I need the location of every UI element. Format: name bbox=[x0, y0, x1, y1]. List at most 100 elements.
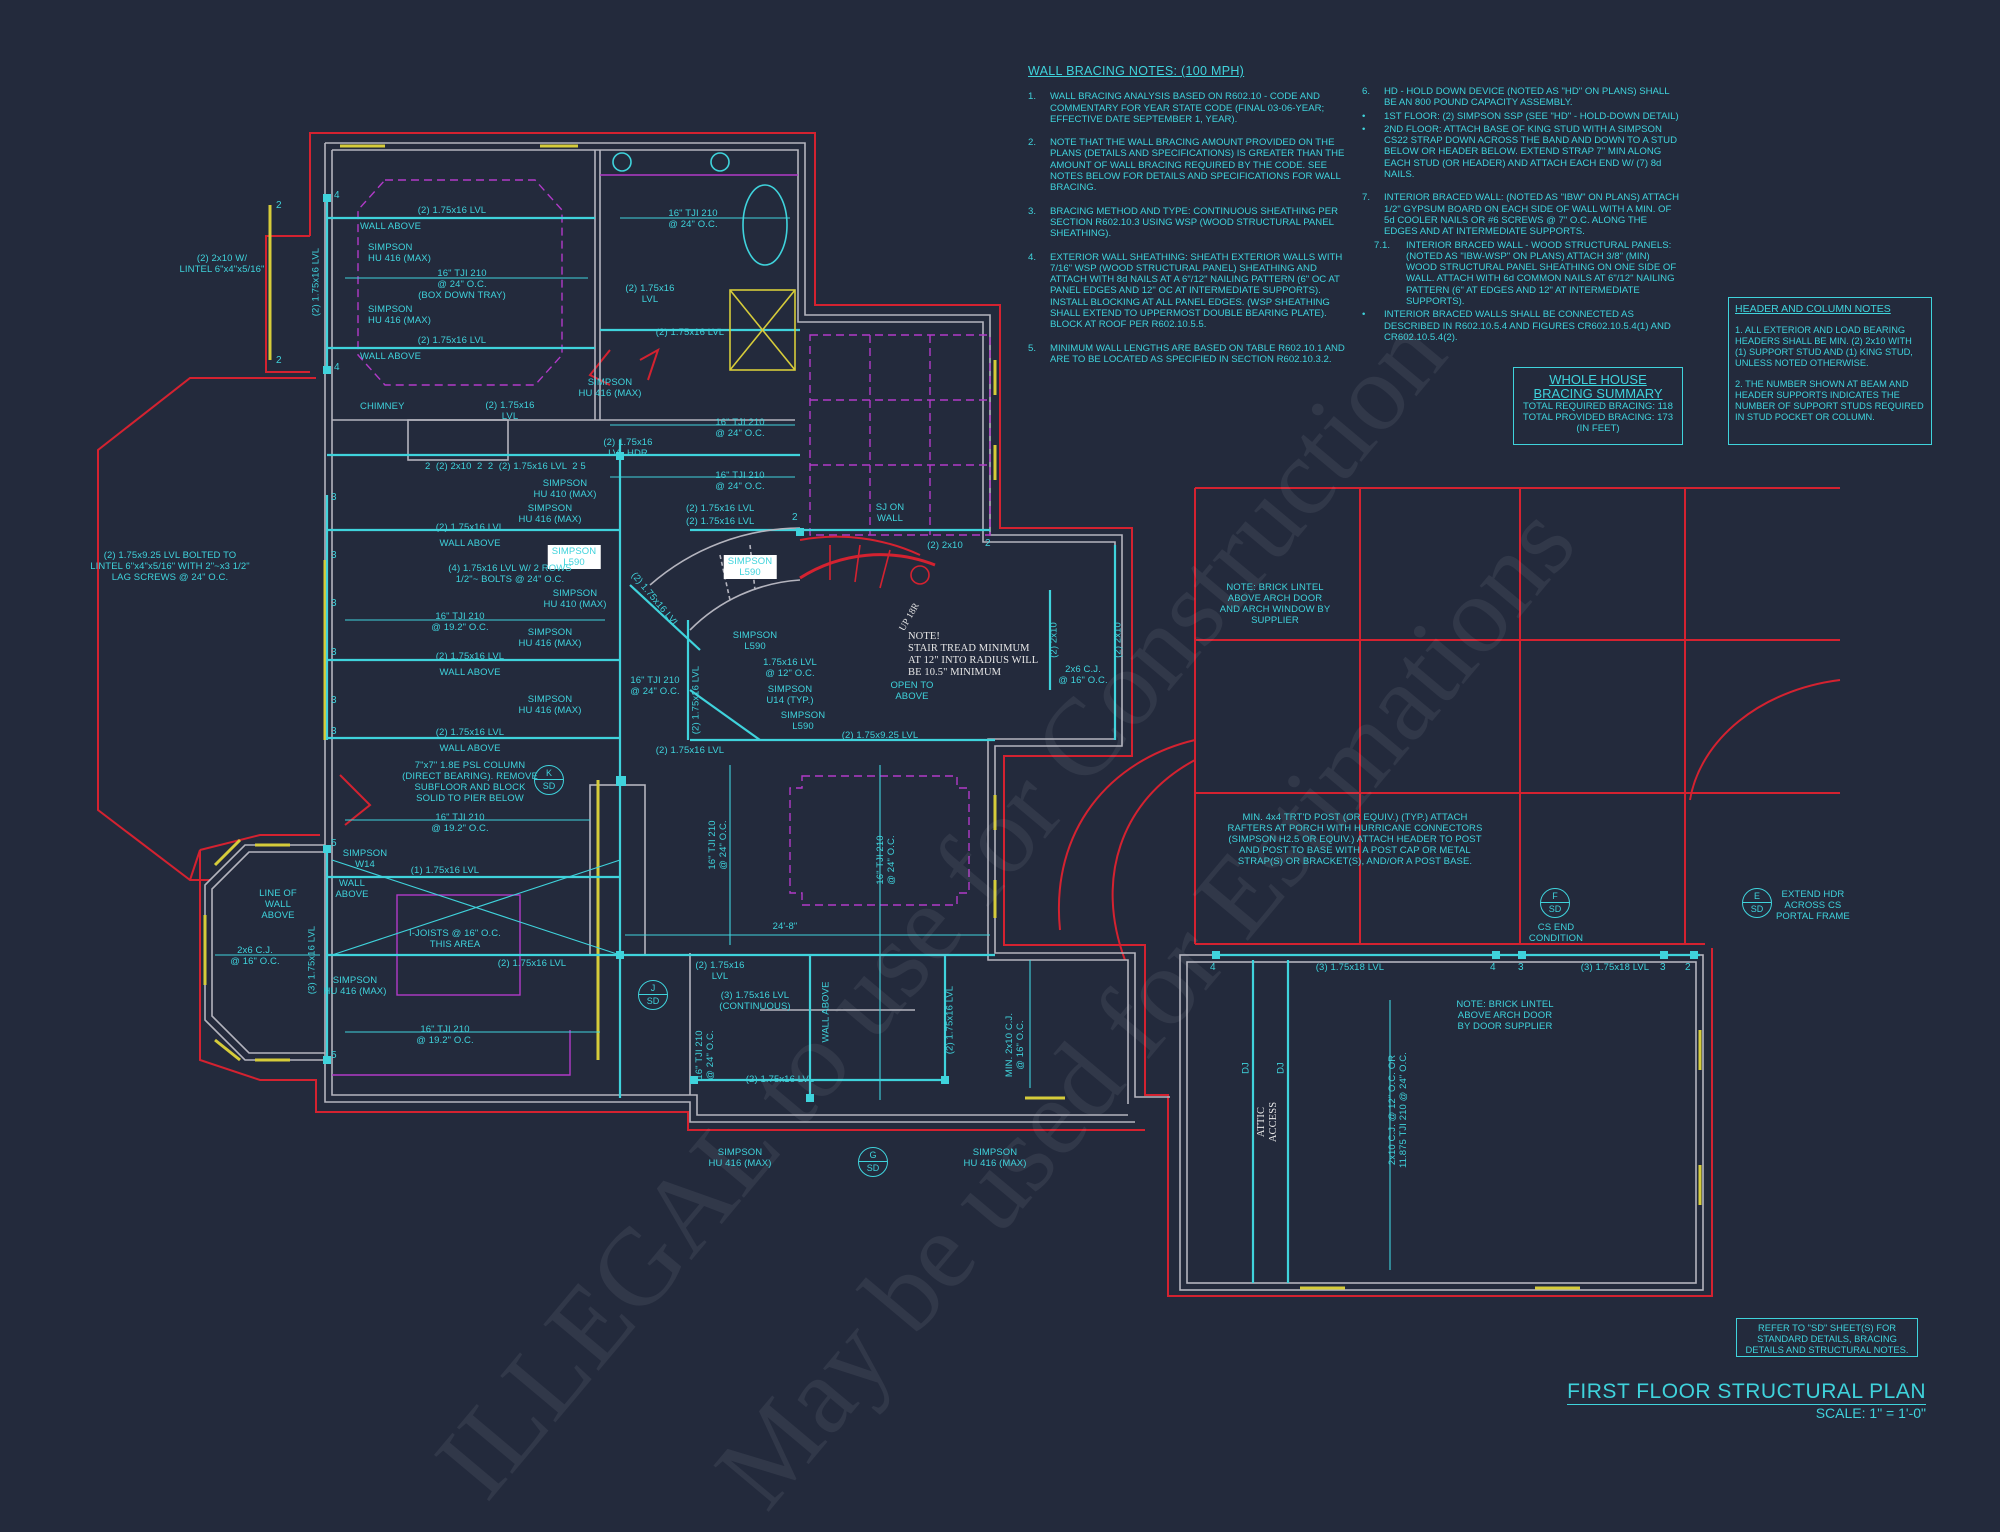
support-count: 2 bbox=[276, 200, 282, 211]
beam-label: (2) 1.75x16 LVL bbox=[655, 327, 725, 338]
drawing-title: FIRST FLOOR STRUCTURAL PLAN bbox=[1567, 1380, 1926, 1405]
bubble-detail-id: F bbox=[1541, 889, 1569, 903]
bubble-detail-id: G bbox=[859, 1148, 887, 1162]
header-label: (2) 2x10 bbox=[1048, 622, 1060, 658]
header-label: (2) 2x10 bbox=[1112, 622, 1124, 658]
beam-label: (2) 1.75x16 LVL bbox=[435, 522, 505, 533]
support-count: 3 bbox=[331, 550, 337, 561]
note-text: INTERIOR BRACED WALL - WOOD STRUCTURAL P… bbox=[1406, 239, 1677, 308]
refer-sd-note-box: REFER TO "SD" SHEET(S) FOR STANDARD DETA… bbox=[1736, 1318, 1918, 1357]
beam-label: (3) 1.75x16 LVL (CONTINUOUS) bbox=[719, 990, 791, 1012]
joist-label: 16" TJI 210 @ 19.2" O.C. bbox=[416, 1024, 474, 1046]
wall-above-label: WALL ABOVE bbox=[360, 351, 422, 362]
outline-red bbox=[97, 132, 1841, 1297]
walls bbox=[204, 142, 1704, 1291]
i-joist-label: I-JOISTS @ 16" O.C. THIS AREA bbox=[409, 928, 501, 950]
bubble-detail-id: K bbox=[535, 766, 563, 780]
note-bullet: • bbox=[1362, 110, 1366, 122]
note-item: •2ND FLOOR: ATTACH BASE OF KING STUD WIT… bbox=[1362, 124, 1680, 180]
overhead-dashed bbox=[357, 179, 991, 906]
beam-label: (2) 1.75x16 LVL bbox=[686, 503, 755, 514]
note-bullet: • bbox=[1362, 309, 1366, 321]
bubble-detail-id: J bbox=[639, 981, 667, 995]
bracing-unit: (IN FEET) bbox=[1576, 423, 1620, 434]
psl-column-label: 7"x7" 1.8E PSL COLUMN (DIRECT BEARING). … bbox=[402, 760, 538, 804]
beam-label: (2) 1.75x16 LVL bbox=[655, 745, 725, 756]
refer-sd-note: REFER TO "SD" SHEET(S) FOR STANDARD DETA… bbox=[1745, 1322, 1909, 1355]
note-text: INTERIOR BRACED WALL: (NOTED AS "IBW" ON… bbox=[1384, 192, 1680, 238]
beam-label: (1) 1.75x16 LVL bbox=[410, 865, 480, 876]
note-text: MINIMUM WALL LENGTHS ARE BASED ON TABLE … bbox=[1050, 342, 1345, 365]
joist-label: 16" TJI 210 @ 24" O.C. bbox=[875, 835, 897, 885]
support-count: 2 bbox=[1685, 962, 1691, 973]
beam-label: (2) 1.75x16 LVL bbox=[435, 651, 505, 662]
double-joist-label: DJ bbox=[1275, 1062, 1287, 1074]
header-column-notes-box: HEADER AND COLUMN NOTES 1. ALL EXTERIOR … bbox=[1728, 297, 1932, 445]
joist-label: 16" TJI 210 @ 19.2" O.C. bbox=[431, 812, 489, 834]
beam-label: (2) 1.75x16 LVL bbox=[310, 247, 322, 317]
beam-label: (2) 1.75x16 LVL bbox=[695, 960, 745, 982]
joist-label: 16" TJI 210 @ 19.2" O.C. bbox=[431, 611, 489, 633]
overhead-solid bbox=[332, 174, 798, 1076]
note-number: 1. bbox=[1028, 91, 1037, 103]
lintel-label: (2) 2x10 W/ LINTEL 6"x4"x5/16" bbox=[179, 253, 265, 275]
wall-above-label: WALL ABOVE bbox=[820, 981, 832, 1043]
note-text: HD - HOLD DOWN DEVICE (NOTED AS "HD" ON … bbox=[1384, 86, 1670, 109]
joist-label: 16" TJI 210 @ 24" O.C. bbox=[715, 417, 765, 439]
hanger-label: SIMPSON L590 bbox=[780, 710, 826, 732]
bubble-sheet-id: SD bbox=[866, 1163, 880, 1173]
hanger-label: SIMPSON L590 bbox=[732, 630, 778, 652]
support-count: 3 bbox=[1518, 962, 1524, 973]
note-item: 7.1.INTERIOR BRACED WALL - WOOD STRUCTUR… bbox=[1362, 240, 1680, 308]
beam-label: (2) 1.75x16 LVL bbox=[417, 335, 487, 346]
note-item: 3. BRACING METHOD AND TYPE: CONTINUOUS SH… bbox=[1028, 206, 1350, 240]
note-number: 3. bbox=[1028, 205, 1037, 217]
note-text: INTERIOR BRACED WALLS SHALL BE CONNECTED… bbox=[1384, 309, 1671, 343]
support-count: 5 bbox=[331, 1050, 337, 1061]
wall-above-label: WALL ABOVE bbox=[439, 538, 501, 549]
beam-label: (2) 1.75x16 LVL bbox=[435, 727, 505, 738]
hanger-label: SIMPSON W14 bbox=[342, 848, 388, 870]
hanger-label: SIMPSON HU 416 (MAX) bbox=[578, 377, 642, 399]
support-count: 2 bbox=[792, 512, 798, 523]
double-joist-label: DJ bbox=[1240, 1062, 1252, 1074]
support-count: 4 bbox=[334, 362, 340, 373]
sj-on-wall-label: SJ ON WALL bbox=[875, 502, 905, 524]
bracing-summary-title-1: WHOLE HOUSE bbox=[1549, 372, 1647, 387]
note-item: • INTERIOR BRACED WALLS SHALL BE CONNECTE… bbox=[1362, 309, 1680, 343]
header-column-notes-title: HEADER AND COLUMN NOTES bbox=[1735, 303, 1891, 315]
ceiling-joist-label: 2x6 C.J. @ 16" O.C. bbox=[1058, 664, 1108, 686]
note-item: 7.INTERIOR BRACED WALL: (NOTED AS "IBW" … bbox=[1362, 192, 1680, 237]
note-text: NOTE THAT THE WALL BRACING AMOUNT PROVID… bbox=[1050, 137, 1345, 194]
hanger-label: SIMPSON HU 416 (MAX) bbox=[518, 503, 582, 525]
drawing-scale: SCALE: 1" = 1'-0" bbox=[1815, 1405, 1926, 1421]
note-item: 1.WALL BRACING ANALYSIS BASED ON R602.10… bbox=[1028, 91, 1350, 125]
note-number: 4. bbox=[1028, 251, 1037, 263]
hanger-label: SIMPSON HU 416 (MAX) bbox=[963, 1147, 1027, 1169]
hanger-label: SIMPSON HU 416 (MAX) bbox=[708, 1147, 772, 1169]
attic-access-label: ATTIC ACCESS bbox=[1256, 1101, 1279, 1143]
header-column-note: 1. ALL EXTERIOR AND LOAD BEARING HEADERS… bbox=[1735, 325, 1913, 368]
bubble-sheet-id: SD bbox=[1548, 904, 1562, 914]
header-row-label: 2 (2) 2x10 2 2 (2) 1.75x16 LVL 2 5 bbox=[425, 461, 586, 472]
support-count: 4 bbox=[1490, 962, 1496, 973]
ceiling-joist-label: MIN. 2x10 C.J. @ 16" O.C. bbox=[1004, 1012, 1026, 1078]
wall-above-label: WALL ABOVE bbox=[360, 221, 422, 232]
line-of-wall-label: LINE OF WALL ABOVE bbox=[259, 888, 297, 921]
support-count: 4 bbox=[1210, 962, 1216, 973]
support-count: 3 bbox=[1660, 962, 1666, 973]
beam-label: 1.75x16 LVL @ 12" O.C. bbox=[763, 657, 817, 679]
wall-bracing-notes-title: WALL BRACING NOTES: (100 MPH) bbox=[1028, 64, 1245, 78]
note-text: BRACING METHOD AND TYPE: CONTINUOUS SHEA… bbox=[1050, 205, 1339, 240]
wall-above-label: WALL ABOVE bbox=[439, 743, 501, 754]
beam-label: (2) 1.75x16 LVL bbox=[485, 400, 535, 422]
hanger-label: SIMPSON HU 416 (MAX) bbox=[518, 694, 582, 716]
stair-tread-note: NOTE! STAIR TREAD MINIMUM AT 12" INTO RA… bbox=[908, 631, 1039, 678]
wall-above-label: WALL ABOVE bbox=[439, 667, 501, 678]
joist-label: 16" TJI 210 @ 24" O.C. (BOX DOWN TRAY) bbox=[418, 268, 506, 301]
extend-header-label: EXTEND HDR ACROSS CS PORTAL FRAME bbox=[1776, 889, 1850, 922]
